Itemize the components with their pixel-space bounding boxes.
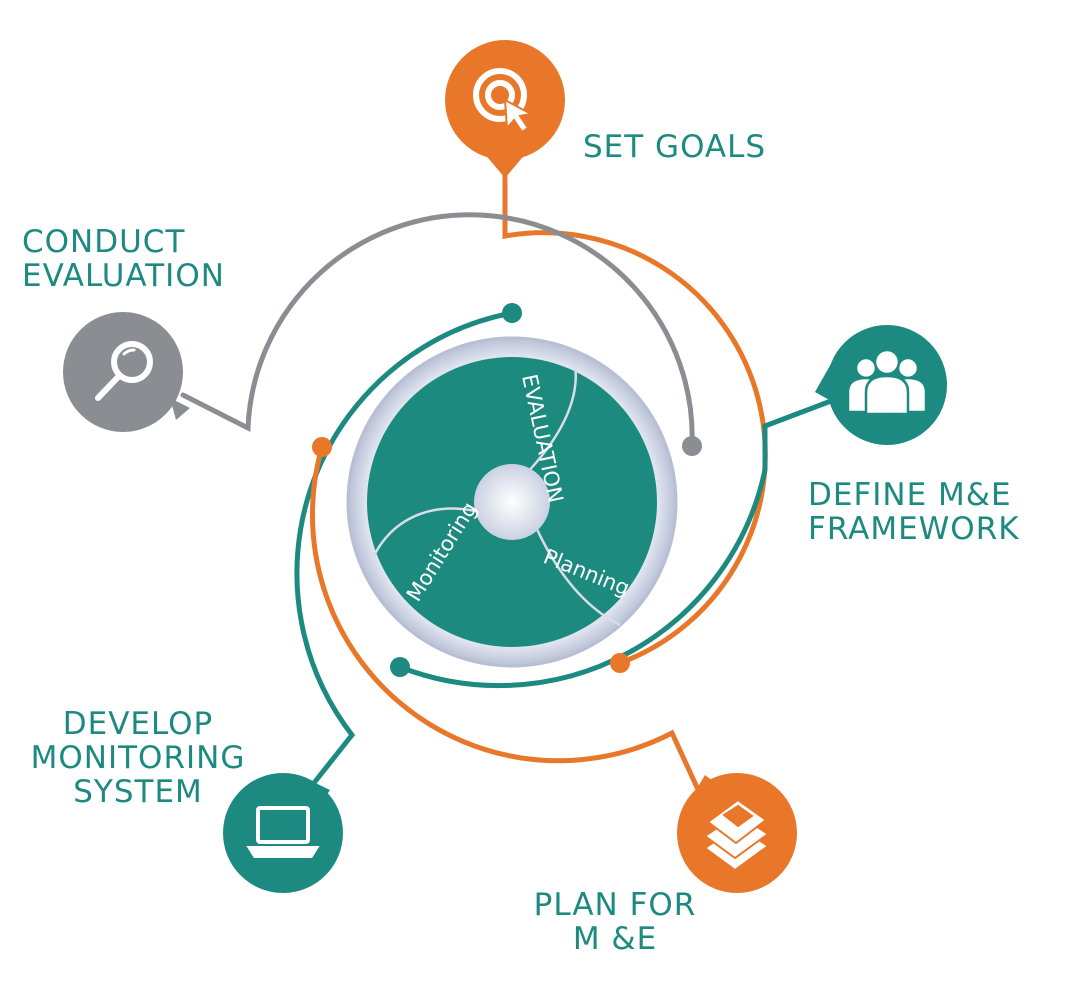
connector-plan <box>310 444 715 823</box>
dot-teal-bottom <box>390 657 410 677</box>
dot-teal-top <box>502 303 522 323</box>
pin-set-goals <box>445 40 565 178</box>
pin-define-framework <box>815 325 947 445</box>
hub: EVALUATION Monitoring Planning <box>346 336 678 668</box>
pin-conduct-evaluation <box>63 312 190 432</box>
dot-orange-left <box>312 437 332 457</box>
label-set-goals: SET GOALS <box>583 129 767 165</box>
connector-conduct-evaluation <box>180 212 695 449</box>
pin-develop-monitoring <box>223 773 343 893</box>
books-icon <box>703 798 770 872</box>
dot-gray-right <box>682 436 702 456</box>
label-plan: PLAN FOR M &E <box>533 887 697 957</box>
team-icon <box>846 348 928 416</box>
dot-orange-right <box>610 653 630 673</box>
connector-define-framework <box>397 387 863 689</box>
connector-set-goals <box>502 152 768 666</box>
pin-plan <box>677 773 797 893</box>
label-define-framework: DEFINE M&E FRAMEWORK <box>808 477 1020 547</box>
label-conduct-evaluation: CONDUCT EVALUATION <box>22 224 225 294</box>
target-cursor-icon <box>473 68 534 134</box>
magnifier-icon <box>95 341 153 401</box>
label-develop-monitoring: DEVELOP MONITORING SYSTEM <box>30 706 246 810</box>
laptop-icon <box>246 806 320 858</box>
